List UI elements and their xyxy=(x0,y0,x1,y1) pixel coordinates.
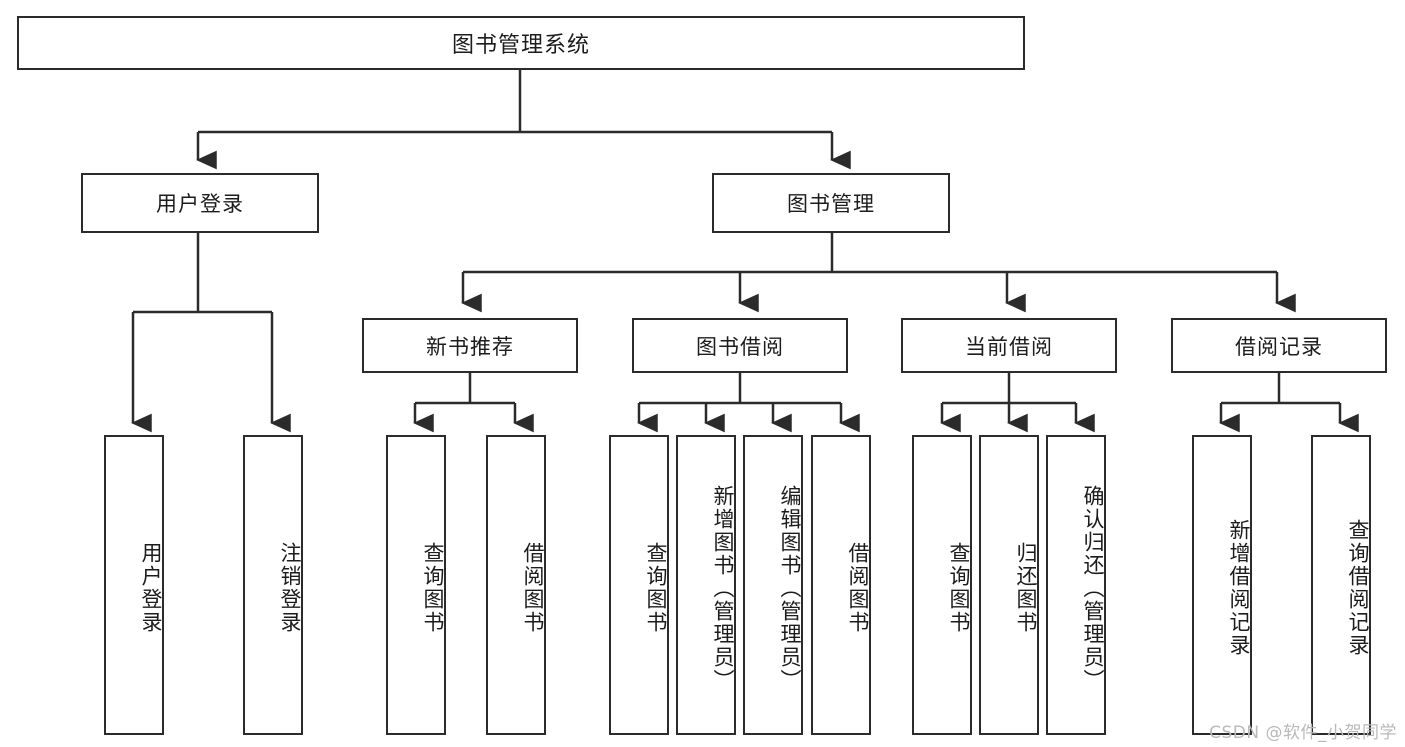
node-borrow-record-label: 借阅记录 xyxy=(1235,334,1323,359)
leaf-book-borrow-query[interactable]: 查询图书 xyxy=(609,435,669,735)
node-root-system[interactable]: 图书管理系统 xyxy=(17,16,1025,70)
leaf-borrow-record-query[interactable]: 查询借阅记录 xyxy=(1311,435,1371,735)
leaf-current-borrow-query[interactable]: 查询图书 xyxy=(912,435,972,735)
node-book-borrow-label: 图书借阅 xyxy=(696,334,784,359)
node-book-borrow[interactable]: 图书借阅 xyxy=(632,318,848,373)
leaf-current-borrow-confirm[interactable]: 确认归还（管理员） xyxy=(1046,435,1106,735)
leaf-user-login-signout[interactable]: 注销登录 xyxy=(243,435,303,735)
watermark: CSDN @软件_小贺同学 xyxy=(1209,723,1397,743)
leaf-user-login-signin[interactable]: 用户登录 xyxy=(104,435,164,735)
node-new-book-recommend[interactable]: 新书推荐 xyxy=(362,318,578,373)
leaf-book-borrow-edit-label: 编辑图书（管理员） xyxy=(778,484,802,692)
leaf-book-borrow-lend[interactable]: 借阅图书 xyxy=(811,435,871,735)
leaf-current-borrow-return[interactable]: 归还图书 xyxy=(979,435,1039,735)
node-current-borrow[interactable]: 当前借阅 xyxy=(901,318,1117,373)
leaf-new-book-query-label: 查询图书 xyxy=(421,542,445,634)
leaf-current-borrow-query-label: 查询图书 xyxy=(947,542,971,634)
leaf-user-login-signin-label: 用户登录 xyxy=(139,542,163,634)
leaf-borrow-record-add[interactable]: 新增借阅记录 xyxy=(1192,435,1252,735)
leaf-book-borrow-edit[interactable]: 编辑图书（管理员） xyxy=(743,435,803,735)
leaf-user-login-signout-label: 注销登录 xyxy=(278,542,302,634)
leaf-current-borrow-return-label: 归还图书 xyxy=(1014,542,1038,634)
leaf-new-book-borrow[interactable]: 借阅图书 xyxy=(486,435,546,735)
node-user-login[interactable]: 用户登录 xyxy=(81,173,319,233)
leaf-borrow-record-query-label: 查询借阅记录 xyxy=(1346,519,1370,657)
leaf-book-borrow-add[interactable]: 新增图书（管理员） xyxy=(676,435,736,735)
leaf-book-borrow-lend-label: 借阅图书 xyxy=(846,542,870,634)
leaf-new-book-borrow-label: 借阅图书 xyxy=(521,542,545,634)
node-root-system-label: 图书管理系统 xyxy=(451,33,590,58)
leaf-borrow-record-add-label: 新增借阅记录 xyxy=(1227,519,1251,657)
node-current-borrow-label: 当前借阅 xyxy=(965,334,1053,359)
leaf-new-book-query[interactable]: 查询图书 xyxy=(386,435,446,735)
node-book-management-label: 图书管理 xyxy=(787,192,875,216)
leaf-book-borrow-add-label: 新增图书（管理员） xyxy=(711,484,735,692)
node-borrow-record[interactable]: 借阅记录 xyxy=(1171,318,1387,373)
node-new-book-recommend-label: 新书推荐 xyxy=(426,334,514,359)
node-user-login-label: 用户登录 xyxy=(156,192,244,216)
node-book-management[interactable]: 图书管理 xyxy=(712,173,950,233)
leaf-book-borrow-query-label: 查询图书 xyxy=(644,542,668,634)
leaf-current-borrow-confirm-label: 确认归还（管理员） xyxy=(1081,484,1105,692)
